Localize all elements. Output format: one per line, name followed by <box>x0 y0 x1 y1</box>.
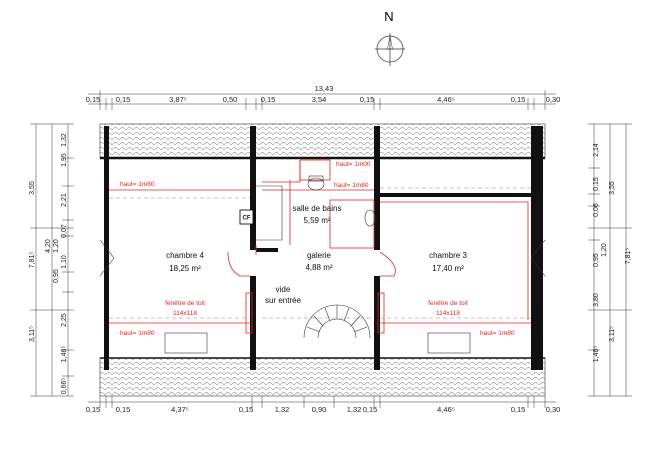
bathtub-icon <box>256 185 283 241</box>
room-galerie-name: galerie <box>307 251 332 260</box>
dim-bottom-8: 0,15 <box>363 405 378 414</box>
sink-icon <box>364 209 376 227</box>
left-dimensions: 3,55 7,81⁵ 3,11⁵ 1,95 1,32 2,21 0,07 1,2… <box>29 123 74 397</box>
wall-storage <box>380 193 531 197</box>
red-annotations: haut= 1m80 haut= 1m00 haut= 1m80 fenêtre… <box>120 161 515 337</box>
cf-label: CF <box>243 216 251 222</box>
dim-top-9: 0,15 <box>511 95 526 104</box>
dim-top-7: 0,15 <box>360 95 375 104</box>
dim-top-3: 3,87⁵ <box>169 95 187 104</box>
dim-bottom-7: 1,32 <box>347 405 362 414</box>
dim-top-1: 0,15 <box>86 95 101 104</box>
dim-left-inner-10: 1,46⁵ <box>61 346 68 363</box>
dim-bottom-9: 4,46⁵ <box>437 405 455 414</box>
dim-right-outer-3: 3,11⁵ <box>609 326 616 342</box>
room-chambre3-name: chambre 3 <box>429 251 467 260</box>
north-label: N <box>384 9 393 24</box>
room-bain-area: 5,59 m² <box>303 216 330 225</box>
room-chambre4-area: 18,25 m² <box>169 264 201 273</box>
fenetre-size-chambre4: 114x118 <box>173 310 197 317</box>
wall-partition-left-lower <box>250 276 256 370</box>
dim-bottom-10: 0,15 <box>511 405 526 414</box>
dim-left-outer-3: 3,11⁵ <box>29 326 36 342</box>
dim-bottom-1: 0,15 <box>86 405 101 414</box>
dim-left-outer-2: 7,81⁵ <box>29 252 36 269</box>
dim-right-inner-6: 3,80 <box>593 293 600 307</box>
toilet-icon <box>307 177 325 191</box>
top-dimensions: 13,43 0,15 0,15 3,87⁵ 0,50 0,15 3,54 0,1… <box>86 84 561 110</box>
room-galerie-area: 4,88 m² <box>305 263 332 272</box>
north-compass: N <box>375 9 405 66</box>
window-right-icon <box>530 239 546 277</box>
total-width-label: 13,43 <box>315 84 334 93</box>
room-bain-name: salle de bains <box>293 204 342 213</box>
dim-right-inner-3: 0,06 <box>593 203 600 217</box>
haut-1m00-bain: haut= 1m00 <box>336 161 371 168</box>
haut-1m80-chambre3-bottom: haut= 1m80 <box>480 330 515 337</box>
dim-top-2: 0,15 <box>116 95 131 104</box>
dim-bottom-2: 0,15 <box>116 405 131 414</box>
room-labels: chambre 4 18,25 m² salle de bains 5,59 m… <box>166 204 467 305</box>
vide-line2: sur entrée <box>265 296 302 305</box>
dim-bottom-3: 4,37⁵ <box>171 405 189 414</box>
dim-left-inner-7: 1,10 <box>61 255 68 269</box>
dim-bottom-4: 0,15 <box>239 405 254 414</box>
wall-partition-right-upper <box>374 126 380 250</box>
dim-right-outer-1: 3,55 <box>609 181 616 195</box>
dim-top-6: 3,54 <box>312 95 327 104</box>
dim-right-inner-4: 0,95 <box>593 253 600 267</box>
side-windows <box>99 239 546 277</box>
dim-left-inner-5: 1,20 <box>53 239 60 253</box>
dim-right-inner-2: 0,15 <box>593 177 600 191</box>
wall-bain-stub <box>256 248 278 252</box>
wall-right <box>531 126 543 370</box>
dim-top-10: 0,30 <box>546 95 561 104</box>
haut-1m80-chambre4-bottom: haut= 1m80 <box>120 330 155 337</box>
room-chambre4-name: chambre 4 <box>166 251 204 260</box>
dim-bottom-11: 0,30 <box>546 405 561 414</box>
window-left-icon <box>99 239 115 277</box>
bottom-dimensions: 0,15 0,15 4,37⁵ 0,15 1,32 0,90 1,32 0,15… <box>86 396 561 414</box>
dim-bottom-6: 0,90 <box>312 405 327 414</box>
spiral-staircase <box>262 304 371 359</box>
dim-top-8: 4,46⁵ <box>437 95 455 104</box>
dim-top-4: 0,50 <box>223 95 238 104</box>
dashed-lines <box>109 187 531 319</box>
dim-left-inner-3: 2,21 <box>61 193 68 207</box>
dim-right-inner-7: 1,46⁵ <box>593 346 600 363</box>
dim-left-inner-9: 2,25 <box>61 313 68 327</box>
dim-left-outer-1: 3,55 <box>29 181 36 195</box>
dim-left-inner-2: 1,32 <box>61 133 68 147</box>
dim-left-inner-11: 0,66⁵ <box>61 378 68 395</box>
dim-right-inner-1: 2,14 <box>593 143 600 157</box>
vide-line1: vide <box>276 285 291 294</box>
fenetre-size-chambre3: 114x118 <box>436 310 460 317</box>
dim-right-inner-5: 1,20 <box>601 243 608 257</box>
window-sills <box>164 332 471 354</box>
dim-left-inner-4: 0,07 <box>61 224 68 238</box>
right-dimensions: 2,14 0,15 0,06 0,95 1,20 3,80 1,46⁵ 3,55… <box>588 123 632 397</box>
dim-right-outer-2: 7,81⁵ <box>625 248 632 265</box>
fenetre-chambre4: fenêtre de toit <box>165 300 205 307</box>
dim-bottom-5: 1,32 <box>275 405 290 414</box>
wall-partition-left-upper <box>250 126 256 250</box>
dim-left-inner-1: 1,95 <box>61 153 68 167</box>
haut-1m80-chambre4-top: haut= 1m80 <box>120 181 155 188</box>
dim-left-inner-8: 0,95 <box>53 269 60 283</box>
dim-top-5: 0,15 <box>261 95 276 104</box>
ceiling-height-lines <box>109 159 531 334</box>
haut-1m80-bain: haut= 1m80 <box>334 182 369 189</box>
bathroom-fixtures <box>256 175 376 241</box>
roof-tiles-top <box>99 123 546 159</box>
fenetre-chambre3: fenêtre de toit <box>428 300 468 307</box>
dim-left-inner-6: 4,20 <box>45 239 52 253</box>
room-chambre3-area: 17,40 m² <box>432 264 464 273</box>
cf-box <box>239 209 254 225</box>
wall-partition-right-lower <box>374 276 380 370</box>
roof-tiles-bottom <box>99 357 546 397</box>
